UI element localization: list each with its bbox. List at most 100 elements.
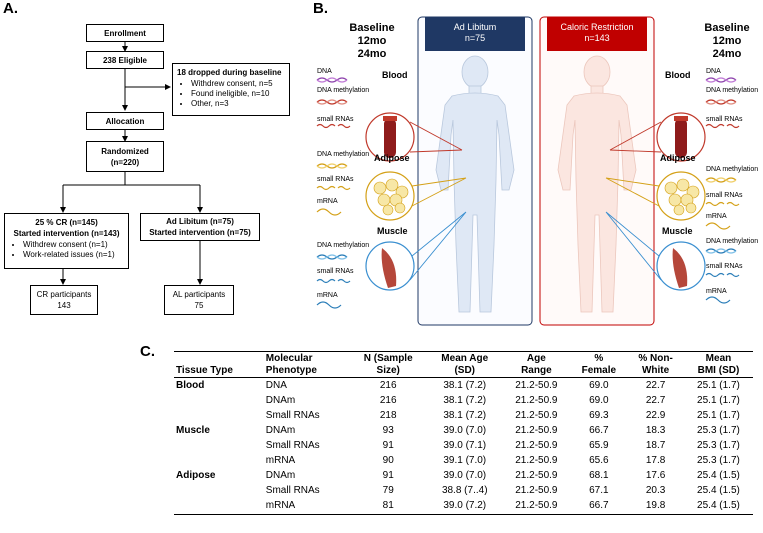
tissue-type-cell: [174, 498, 264, 513]
table-cell: 21.2-50.9: [515, 395, 558, 406]
timepoint: Baseline: [704, 22, 750, 34]
dropped-item: Other, n=3: [191, 99, 285, 109]
enrollment-box: Enrollment: [86, 24, 164, 42]
tissue-label-blood-right: Blood: [665, 70, 691, 80]
table-cell: 68.1: [589, 470, 609, 481]
table-cell: 66.7: [589, 500, 609, 511]
table-cell: 39.0 (7.2): [443, 500, 487, 511]
table-cell: 39.0 (7.0): [443, 470, 487, 481]
cr-dropout-item: Withdrew consent (n=1): [23, 240, 124, 250]
table-cell: 21.2-50.9: [515, 485, 558, 496]
table-cell: 91: [382, 440, 394, 451]
blood-tube-icon: [384, 118, 396, 158]
table-cell: 69.0: [589, 380, 609, 391]
table-cell: 38.1 (7.2): [443, 380, 487, 391]
study-design-illustration: [316, 16, 740, 326]
table-cell: 65.9: [589, 440, 609, 451]
eligible-box: 238 Eligible: [86, 51, 164, 69]
column-header: Tissue Type: [176, 365, 233, 376]
tissue-type-cell: Muscle: [176, 425, 210, 436]
enrollment-label: Enrollment: [104, 28, 146, 38]
cr-arm-started: Started intervention (n=143): [13, 229, 120, 238]
table-cell: 93: [382, 425, 394, 436]
caloric-restriction-header: Caloric Restriction n=143: [547, 17, 647, 51]
adipose-cells-icon: [373, 178, 409, 216]
tissue-label-blood-left: Blood: [382, 70, 408, 80]
table-cell: 25.4 (1.5): [697, 485, 740, 496]
table-cell: 25.1 (1.7): [697, 380, 740, 391]
table-cell: 66.7: [589, 425, 609, 436]
allocation-label: Allocation: [105, 116, 145, 126]
timepoint: 24mo: [357, 48, 387, 60]
tissue-label-adipose-left: Adipose: [374, 153, 410, 163]
table-cell: 39.0 (7.0): [443, 425, 487, 436]
molecule-label: small RNAs: [706, 192, 743, 199]
table-cell: 38.1 (7.2): [443, 395, 487, 406]
dropped-item: Found ineligible, n=10: [191, 89, 285, 99]
eligible-label: 238 Eligible: [102, 55, 148, 65]
tissue-type-cell: [174, 453, 264, 468]
timepoints-left: Baseline 12mo 24mo: [345, 22, 399, 61]
molecule-label: mRNA: [317, 292, 338, 299]
panel-label-c: C.: [140, 343, 155, 360]
cr-participants-count: 143: [57, 301, 71, 310]
table-cell: 22.7: [645, 395, 666, 406]
table-cell: 21.2-50.9: [515, 380, 558, 391]
table-cell: 21.2-50.9: [515, 440, 558, 451]
timepoint: 12mo: [712, 35, 742, 47]
phenotype-cell: DNAm: [265, 470, 296, 481]
molecule-label: small RNAs: [317, 116, 354, 123]
tissue-label-adipose-right: Adipose: [660, 153, 696, 163]
caloric-restriction-name: Caloric Restriction: [560, 22, 634, 32]
body-silhouette-right: [557, 55, 637, 313]
al-arm-box: Ad Libitum (n=75) Started intervention (…: [140, 213, 260, 241]
molecule-label: DNA: [317, 68, 332, 75]
tissue-label-muscle-left: Muscle: [377, 226, 408, 236]
al-arm-started: Started intervention (n=75): [149, 228, 251, 237]
molecule-label: DNA methylation: [317, 87, 370, 94]
table-cell: 25.3 (1.7): [697, 425, 740, 436]
phenotype-cell: DNAm: [265, 425, 296, 436]
tissue-type-cell: [174, 438, 264, 453]
table-cell: 21.2-50.9: [515, 410, 558, 421]
table-cell: 79: [382, 485, 394, 496]
molecule-label: small RNAs: [706, 116, 743, 123]
al-participants-count: 75: [194, 301, 204, 310]
table-cell: 25.3 (1.7): [697, 440, 740, 451]
randomized-box: Randomized (n=220): [86, 141, 164, 172]
table-top-rule: [174, 351, 753, 352]
molecule-label: DNA methylation: [317, 151, 370, 158]
cr-arm-title: 25 % CR (n=145): [35, 218, 98, 227]
table-cell: 18.3: [645, 425, 666, 436]
muscle-icon: [381, 248, 397, 288]
table-cell: 19.8: [645, 500, 666, 511]
table-cell: 25.3 (1.7): [697, 455, 740, 466]
table-cell: 21.2-50.9: [515, 425, 558, 436]
molecule-label: DNA methylation: [706, 166, 759, 173]
table-cell: 216: [379, 380, 397, 391]
timepoints-right: Baseline 12mo 24mo: [700, 22, 754, 61]
table-cell: 67.1: [589, 485, 609, 496]
table-cell: 69.3: [589, 410, 609, 421]
phenotype-cell: Small RNAs: [265, 410, 320, 421]
molecule-label: small RNAs: [317, 268, 354, 275]
dropped-box: 18 dropped during baseline Withdrew cons…: [172, 63, 290, 116]
molecule-label: mRNA: [706, 288, 727, 295]
table-cell: 38.8 (7..4): [441, 485, 488, 496]
table-cell: 22.9: [645, 410, 666, 421]
timepoint: Baseline: [349, 22, 395, 34]
table-cell: 20.3: [645, 485, 666, 496]
phenotype-cell: DNAm: [265, 395, 296, 406]
table-cell: 17.8: [645, 455, 666, 466]
panel-label-a: A.: [3, 0, 18, 17]
